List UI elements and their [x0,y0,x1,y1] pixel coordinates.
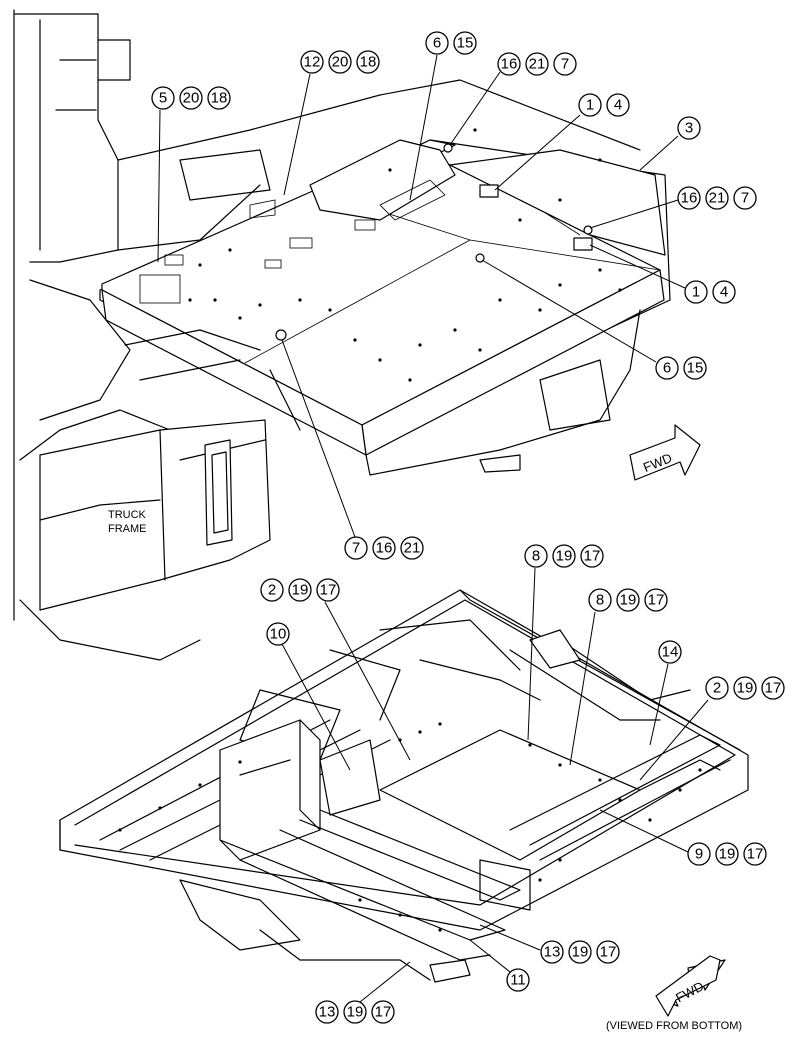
svg-text:5: 5 [159,90,167,107]
callout-8-19-17-a: 8 19 17 [524,544,604,741]
fwd-arrow-icon-bottom: FWD [655,955,726,1017]
svg-text:18: 18 [211,90,228,107]
svg-text:15: 15 [457,35,474,52]
callout-7-16-21: 7 16 21 [281,339,424,560]
svg-text:16: 16 [376,540,393,557]
svg-text:12: 12 [304,54,321,71]
svg-text:4: 4 [614,97,622,114]
svg-text:6: 6 [663,360,671,377]
callout-1-4-mid: 1 4 [589,244,736,304]
svg-text:17: 17 [375,1004,392,1021]
svg-text:6: 6 [433,35,441,52]
callout-3: 3 [639,116,701,171]
svg-text:2: 2 [713,680,721,697]
svg-text:19: 19 [572,944,589,961]
svg-text:17: 17 [648,592,665,609]
callout-16-21-7-mid: 16 21 7 [589,186,757,229]
callout-13-19-17-right: 13 19 17 [479,924,620,964]
lower-assembly: 8 19 17 8 19 17 2 19 17 10 14 2 19 17 [59,544,785,1032]
callout-13-19-17-bottom: 13 19 17 [315,961,411,1024]
callout-12-20-18: 12 20 18 [283,50,380,196]
svg-text:17: 17 [747,846,764,863]
svg-text:10: 10 [270,626,287,643]
svg-text:19: 19 [620,592,637,609]
svg-text:19: 19 [719,846,736,863]
svg-text:13: 13 [544,944,561,961]
callout-10: 10 [266,622,351,771]
svg-text:20: 20 [183,90,200,107]
svg-text:19: 19 [292,582,309,599]
svg-text:21: 21 [404,540,421,557]
svg-text:1: 1 [692,284,700,301]
svg-text:7: 7 [741,190,749,207]
svg-text:15: 15 [687,360,704,377]
svg-text:17: 17 [320,582,337,599]
svg-text:21: 21 [529,56,546,73]
svg-text:18: 18 [360,54,377,71]
svg-text:19: 19 [347,1004,364,1021]
callout-2-19-17-left: 2 19 17 [260,578,411,761]
svg-text:20: 20 [332,54,349,71]
callout-2-19-17-right: 2 19 17 [639,676,785,781]
svg-text:13: 13 [319,1004,336,1021]
deck-holes [188,128,622,382]
fwd-arrow-icon: FWD [629,424,701,481]
svg-text:16: 16 [681,190,698,207]
viewed-from-bottom-label: (VIEWED FROM BOTTOM) [606,1020,742,1032]
svg-text:1: 1 [586,97,594,114]
callout-11: 11 [469,939,530,992]
svg-text:17: 17 [600,944,617,961]
svg-text:16: 16 [501,56,518,73]
frame-holes [118,722,702,932]
callout-9-19-17: 9 19 17 [599,809,767,866]
svg-text:8: 8 [596,592,604,609]
svg-text:9: 9 [695,846,703,863]
svg-text:21: 21 [709,190,726,207]
callout-1-4-top: 1 4 [494,93,630,191]
svg-text:19: 19 [556,548,573,565]
svg-text:14: 14 [662,644,679,661]
truck-frame-label-line1: TRUCK [108,509,147,521]
upper-assembly: TRUCK FRAME [13,9,757,661]
svg-text:7: 7 [561,56,569,73]
callout-6-15-mid: 6 15 [481,259,707,380]
svg-text:7: 7 [352,540,360,557]
callout-16-21-7-top: 16 21 7 [449,52,577,146]
svg-text:4: 4 [720,284,728,301]
svg-text:17: 17 [765,680,782,697]
svg-text:11: 11 [510,972,526,989]
callout-8-19-17-b: 8 19 17 [569,588,668,766]
callout-6-15-top: 6 15 [409,31,477,201]
truck-frame-label-line2: FRAME [108,523,147,535]
svg-text:19: 19 [737,680,754,697]
svg-text:2: 2 [268,582,276,599]
callout-5-20-18: 5 20 18 [151,86,231,263]
svg-text:8: 8 [532,548,540,565]
svg-text:17: 17 [584,548,601,565]
svg-text:3: 3 [685,120,693,137]
callout-14: 14 [649,640,682,746]
